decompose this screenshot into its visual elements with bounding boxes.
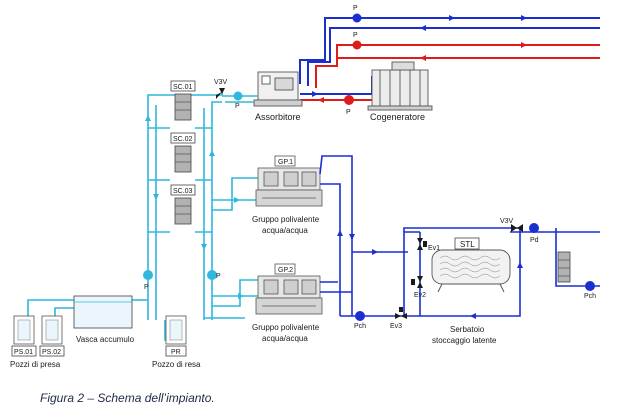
- well-pr: [165, 315, 187, 357]
- gruppo2-label-line2: acqua/acqua: [262, 334, 308, 343]
- cogeneratore-label: Cogeneratore: [370, 112, 425, 122]
- ev1-label: Ev1: [428, 245, 440, 252]
- ev3-valve: Ev3: [390, 307, 407, 330]
- right-heat-exchanger: [557, 251, 571, 283]
- ev2-valve: Ev2: [411, 276, 426, 299]
- gp1-chiller: [255, 155, 323, 207]
- blue-secondary-pipes: [319, 155, 600, 317]
- ev2-label: Ev2: [414, 292, 426, 299]
- assorbitore-label: Assorbitore: [255, 112, 301, 122]
- pump-cogen-red: P: [344, 95, 354, 116]
- cyan-flow-arrows: [94, 115, 244, 303]
- serbatoio-label-line1: Serbatoio: [450, 325, 485, 334]
- svg-text:P: P: [346, 109, 351, 116]
- sc01-exchanger: SC.01: [170, 80, 196, 121]
- well-ps01: [11, 315, 37, 357]
- blue-flow-arrows: [337, 230, 523, 319]
- top-flow-arrows: [312, 15, 527, 103]
- pump-cyan-top: P: [233, 91, 243, 110]
- sc03-label: SC.03: [173, 188, 193, 195]
- svg-text:P: P: [353, 5, 358, 12]
- serbatoio-label-line2: stoccaggio latente: [432, 336, 497, 345]
- pump-cyan-right: P: [207, 270, 221, 280]
- pd-label: Pd: [530, 237, 539, 244]
- top-distribution-pipes: [299, 17, 600, 101]
- figure-caption: Figura 2 – Schema dell’impianto.: [40, 391, 215, 405]
- pump-pd: Pd: [529, 223, 539, 244]
- ev3-label: Ev3: [390, 323, 402, 330]
- ps01-label: PS.01: [14, 349, 33, 356]
- well-ps02: [39, 315, 65, 357]
- svg-text:P: P: [235, 103, 240, 110]
- pozzi-presa-label: Pozzi di presa: [10, 360, 61, 369]
- v3v-right-label: V3V: [500, 218, 514, 225]
- svg-text:P: P: [216, 273, 221, 280]
- ev1-valve: Ev1: [417, 238, 440, 252]
- gruppo1-label-line2: acqua/acqua: [262, 226, 308, 235]
- v3v-top-label: V3V: [214, 79, 228, 86]
- pump-top-red: P: [352, 32, 362, 50]
- svg-text:P: P: [353, 32, 358, 39]
- sc02-exchanger: SC.02: [170, 132, 196, 173]
- vasca-accumulo-tank: [73, 295, 133, 329]
- gruppo1-label-line1: Gruppo polivalente: [252, 215, 320, 224]
- cyan-pipes: [27, 92, 258, 341]
- pozzo-resa-label: Pozzo di resa: [152, 360, 201, 369]
- sc03-exchanger: SC.03: [170, 184, 196, 225]
- pump-cyan-left: P: [143, 270, 153, 291]
- gp1-label: GP.1: [278, 159, 293, 166]
- pch-left-label: Pch: [354, 323, 366, 330]
- gp2-label: GP.2: [278, 267, 293, 274]
- svg-text:P: P: [144, 284, 149, 291]
- pch-right-label: Pch: [584, 293, 596, 300]
- cogeneratore-unit: [367, 61, 433, 111]
- ps02-label: PS.02: [42, 349, 61, 356]
- vasca-label: Vasca accumulo: [76, 335, 135, 344]
- gruppo2-label-line1: Gruppo polivalente: [252, 323, 320, 332]
- pump-top-blue: P: [352, 5, 362, 23]
- stl-label: STL: [460, 240, 475, 249]
- pump-pch-right: Pch: [584, 281, 596, 300]
- v3v-valve-top: V3V: [214, 79, 228, 99]
- pump-pch-left: Pch: [354, 311, 366, 330]
- sc02-label: SC.02: [173, 136, 193, 143]
- assorbitore-unit: [253, 71, 303, 107]
- v3v-valve-right: V3V: [500, 218, 523, 232]
- pr-label: PR: [171, 349, 181, 356]
- gp2-chiller: [255, 263, 323, 315]
- sc01-label: SC.01: [173, 84, 193, 91]
- stl-tank: [431, 237, 511, 293]
